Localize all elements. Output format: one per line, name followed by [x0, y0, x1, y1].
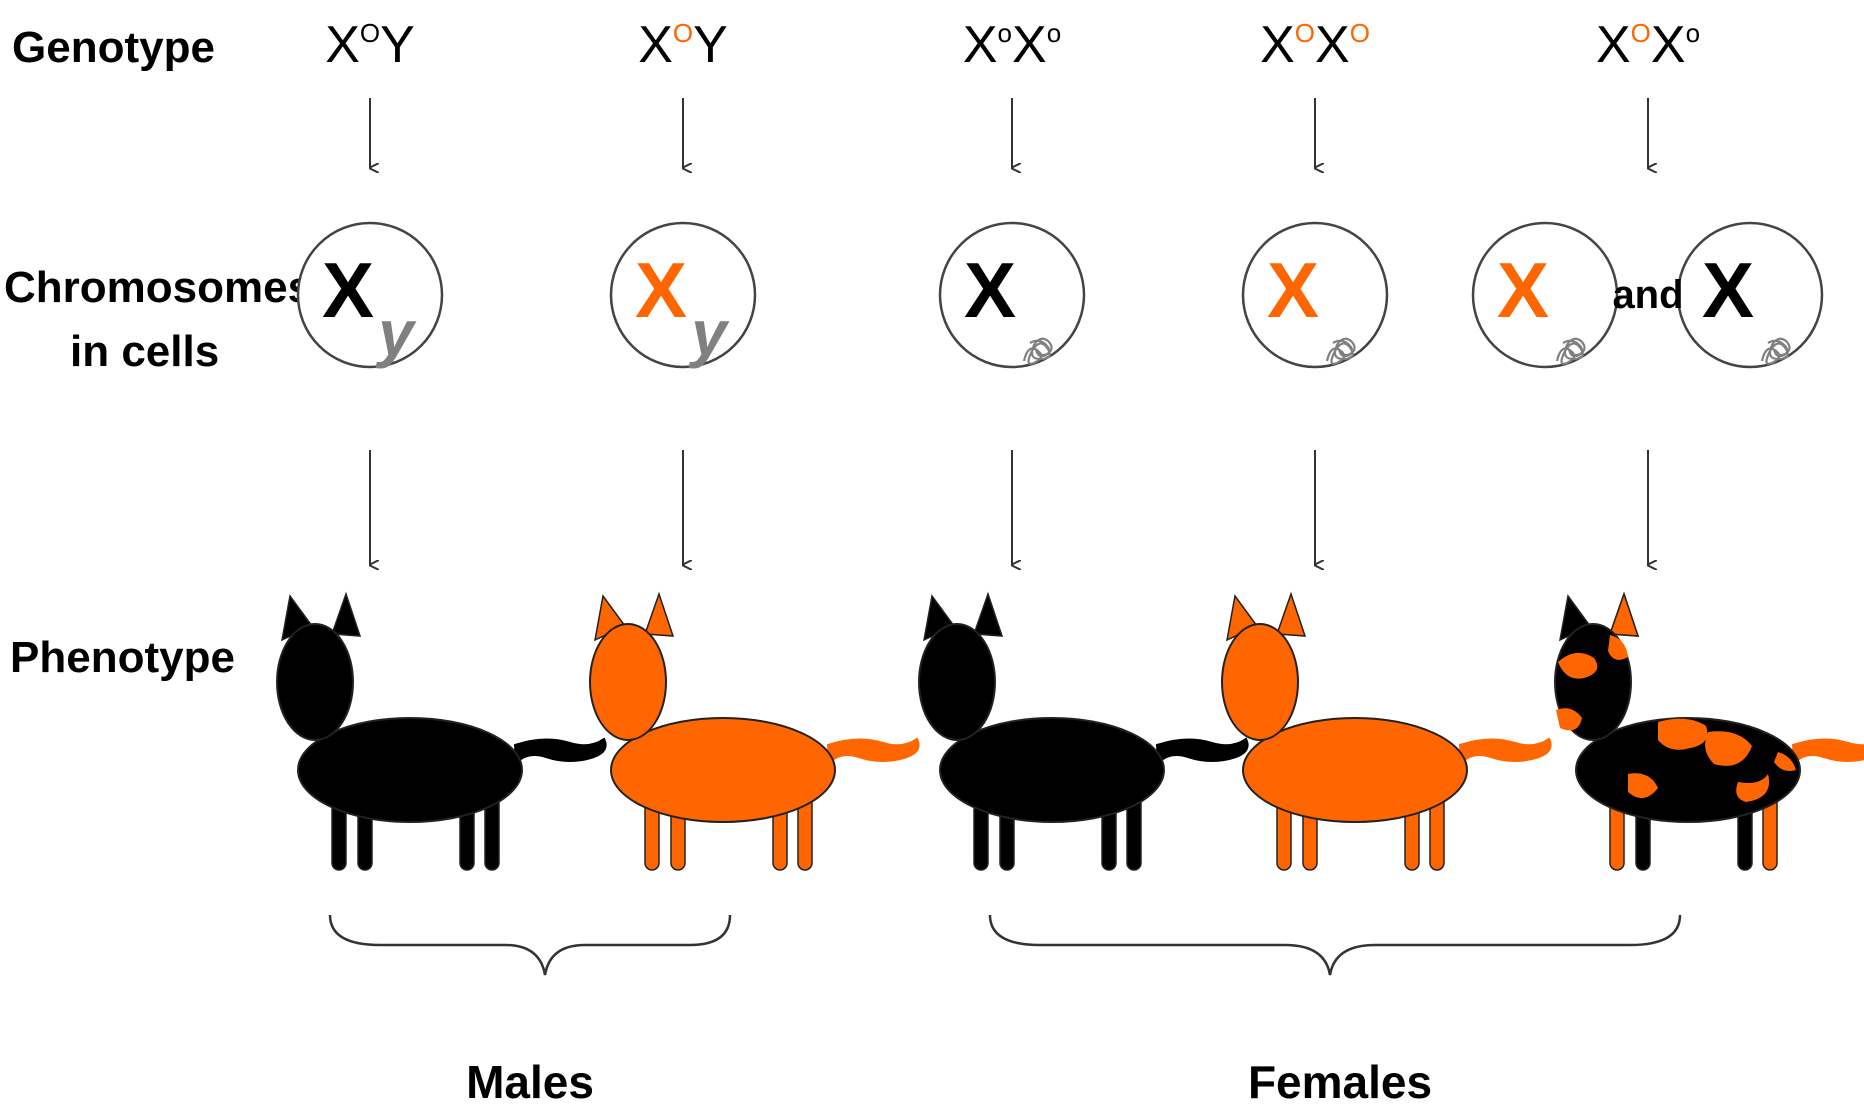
x-chromosome: X: [635, 246, 687, 334]
cell: X: [940, 223, 1084, 367]
arrows-cells-to-phenotype: [370, 450, 1648, 565]
and-label: and: [1612, 273, 1683, 317]
chromosomes-row-label-line1: Chromosomes: [4, 263, 312, 312]
phenotype-row-label: Phenotype: [10, 633, 235, 682]
cat-head: [590, 624, 666, 740]
orange-cat: [590, 594, 919, 870]
black-cat: [919, 594, 1248, 870]
arrows-genotype-to-cells: [370, 98, 1648, 168]
black-cat: [277, 594, 606, 870]
males-brace: [330, 915, 730, 975]
cat-ear-orange: [1610, 594, 1638, 636]
cat-tail: [1460, 739, 1551, 763]
x-chromosome: X: [1267, 246, 1319, 334]
genotype-label: XOXO: [1260, 16, 1370, 74]
cat-tail: [828, 739, 919, 763]
females-brace: [990, 915, 1680, 975]
cat-head: [1222, 624, 1298, 740]
genotype-row-label: Genotype: [12, 23, 215, 72]
cat-tail: [1793, 739, 1864, 763]
cat-head: [919, 624, 995, 740]
x-chromosome: X: [1702, 246, 1754, 334]
x-chromosome: X: [964, 246, 1016, 334]
chromosomes-row-label-line2: in cells: [70, 327, 219, 376]
phenotype-cats: [277, 594, 1864, 870]
males-group-label: Males: [466, 1056, 594, 1108]
y-chromosome: y: [375, 297, 417, 369]
x-chromosome: X: [322, 246, 374, 334]
genotype-label: XoXo: [963, 16, 1061, 74]
females-group-label: Females: [1248, 1056, 1432, 1108]
cat-tail: [1157, 739, 1248, 763]
genotype-label: XOXo: [1596, 16, 1700, 74]
y-chromosome: y: [688, 297, 730, 369]
cat-head: [277, 624, 353, 740]
cat-tail: [515, 739, 606, 763]
genotype-label: XOY: [325, 16, 415, 74]
genotype-labels: XOY XOY XoXo XOXO XOXo: [325, 16, 1700, 74]
x-chromosome: X: [1497, 246, 1549, 334]
tortoiseshell-cat: [1555, 594, 1864, 870]
orange-cat: [1222, 594, 1551, 870]
cell: X: [1243, 223, 1387, 367]
genotype-label: XOY: [638, 16, 728, 74]
cell: X: [1473, 223, 1617, 367]
cell: X: [1678, 223, 1822, 367]
